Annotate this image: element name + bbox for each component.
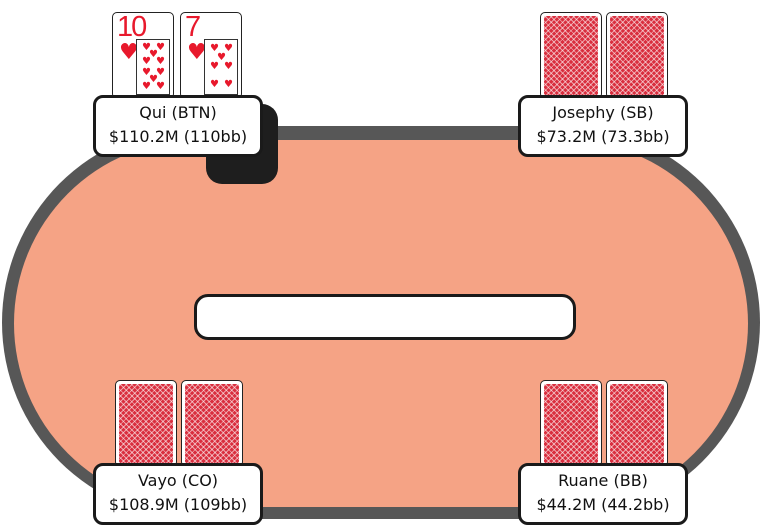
card-back xyxy=(115,380,177,467)
card-pips: ♥♥ ♥ ♥♥ ♥♥ xyxy=(204,39,238,95)
player-name: Josephy (SB) xyxy=(521,101,685,125)
card-back xyxy=(606,380,668,467)
player-plate-sb[interactable]: Josephy (SB) $73.2M (73.3bb) xyxy=(518,95,688,157)
community-cards-area xyxy=(194,294,576,340)
player-stack: $110.2M (110bb) xyxy=(96,125,260,149)
player-name: Vayo (CO) xyxy=(96,469,260,493)
card-back xyxy=(606,12,668,99)
card-pips: ♥♥ ♥ ♥♥ ♥♥ ♥ ♥♥ xyxy=(136,39,170,95)
player-stack: $44.2M (44.2bb) xyxy=(521,493,685,517)
player-name: Qui (BTN) xyxy=(96,101,260,125)
card-back xyxy=(181,380,243,467)
player-plate-btn[interactable]: Qui (BTN) $110.2M (110bb) xyxy=(93,95,263,157)
player-stack: $73.2M (73.3bb) xyxy=(521,125,685,149)
player-name: Ruane (BB) xyxy=(521,469,685,493)
hole-card-ten-hearts: 10 ♥ ♥♥ ♥ ♥♥ ♥♥ ♥ ♥♥ xyxy=(112,12,174,99)
card-rank: 7 xyxy=(185,12,199,43)
player-plate-bb[interactable]: Ruane (BB) $44.2M (44.2bb) xyxy=(518,463,688,525)
card-back xyxy=(540,380,602,467)
card-back xyxy=(540,12,602,99)
player-stack: $108.9M (109bb) xyxy=(96,493,260,517)
hole-card-seven-hearts: 7 ♥ ♥♥ ♥ ♥♥ ♥♥ xyxy=(180,12,242,99)
player-plate-co[interactable]: Vayo (CO) $108.9M (109bb) xyxy=(93,463,263,525)
